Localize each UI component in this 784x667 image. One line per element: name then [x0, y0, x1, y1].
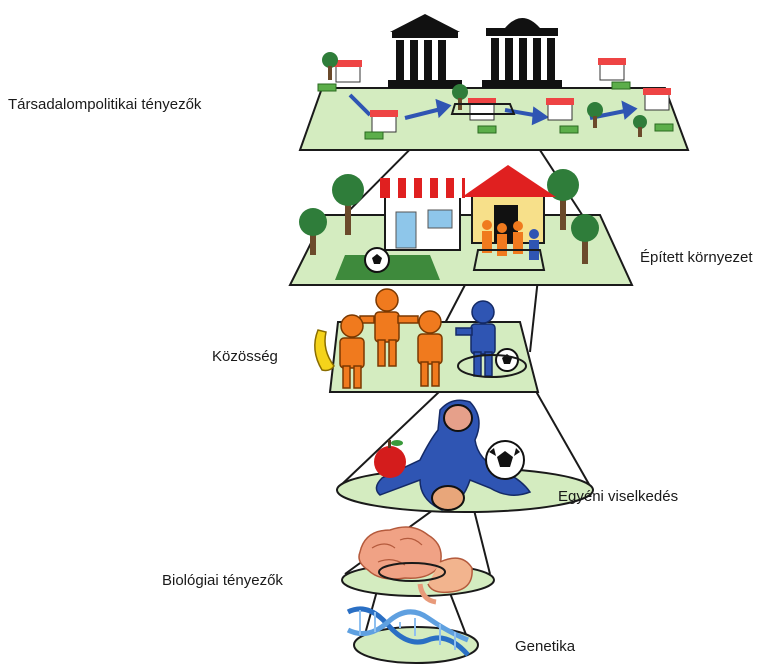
blue-person-figure [375, 399, 532, 511]
dna-helix-icon [346, 606, 470, 657]
intestine-icon [417, 583, 437, 605]
banana-icon [314, 329, 335, 372]
level-biological-factors [341, 526, 495, 605]
money-icons [317, 81, 674, 140]
shop-building-icon [380, 178, 465, 251]
house-icon [462, 165, 556, 244]
brain-icon [358, 526, 442, 580]
label-sociopolitical: Társadalompolitikai tényezők [8, 96, 202, 113]
soccer-ball-icon [364, 247, 390, 273]
focus-region [450, 103, 516, 115]
government-building-icon [388, 14, 462, 88]
label-genetics: Genetika [515, 638, 576, 655]
soccer-ball-icon [485, 440, 525, 480]
level-individual-behavior [336, 399, 594, 513]
level-sociopolitical [298, 14, 690, 151]
blue-person-icon [455, 300, 496, 377]
level-built-environment [288, 165, 634, 286]
apple-icon [374, 440, 406, 478]
level-community [314, 288, 540, 393]
level-genetics [346, 606, 479, 664]
focus-region [378, 562, 446, 582]
orange-people-icons [339, 288, 443, 389]
label-biological-factors: Biológiai tényezők [162, 572, 283, 589]
label-built-environment: Épített környezet [640, 249, 753, 266]
tree-icons [299, 169, 599, 264]
stomach-icon [431, 485, 465, 511]
brain-icon [443, 404, 473, 432]
label-individual-behavior: Egyéni viselkedés [558, 488, 679, 505]
capitol-building-icon [482, 18, 562, 88]
label-community: Közösség [212, 348, 278, 365]
focus-region [472, 249, 546, 271]
soccer-ball-icon [495, 348, 519, 372]
flow-arrows [348, 93, 638, 126]
focus-region [457, 354, 527, 378]
